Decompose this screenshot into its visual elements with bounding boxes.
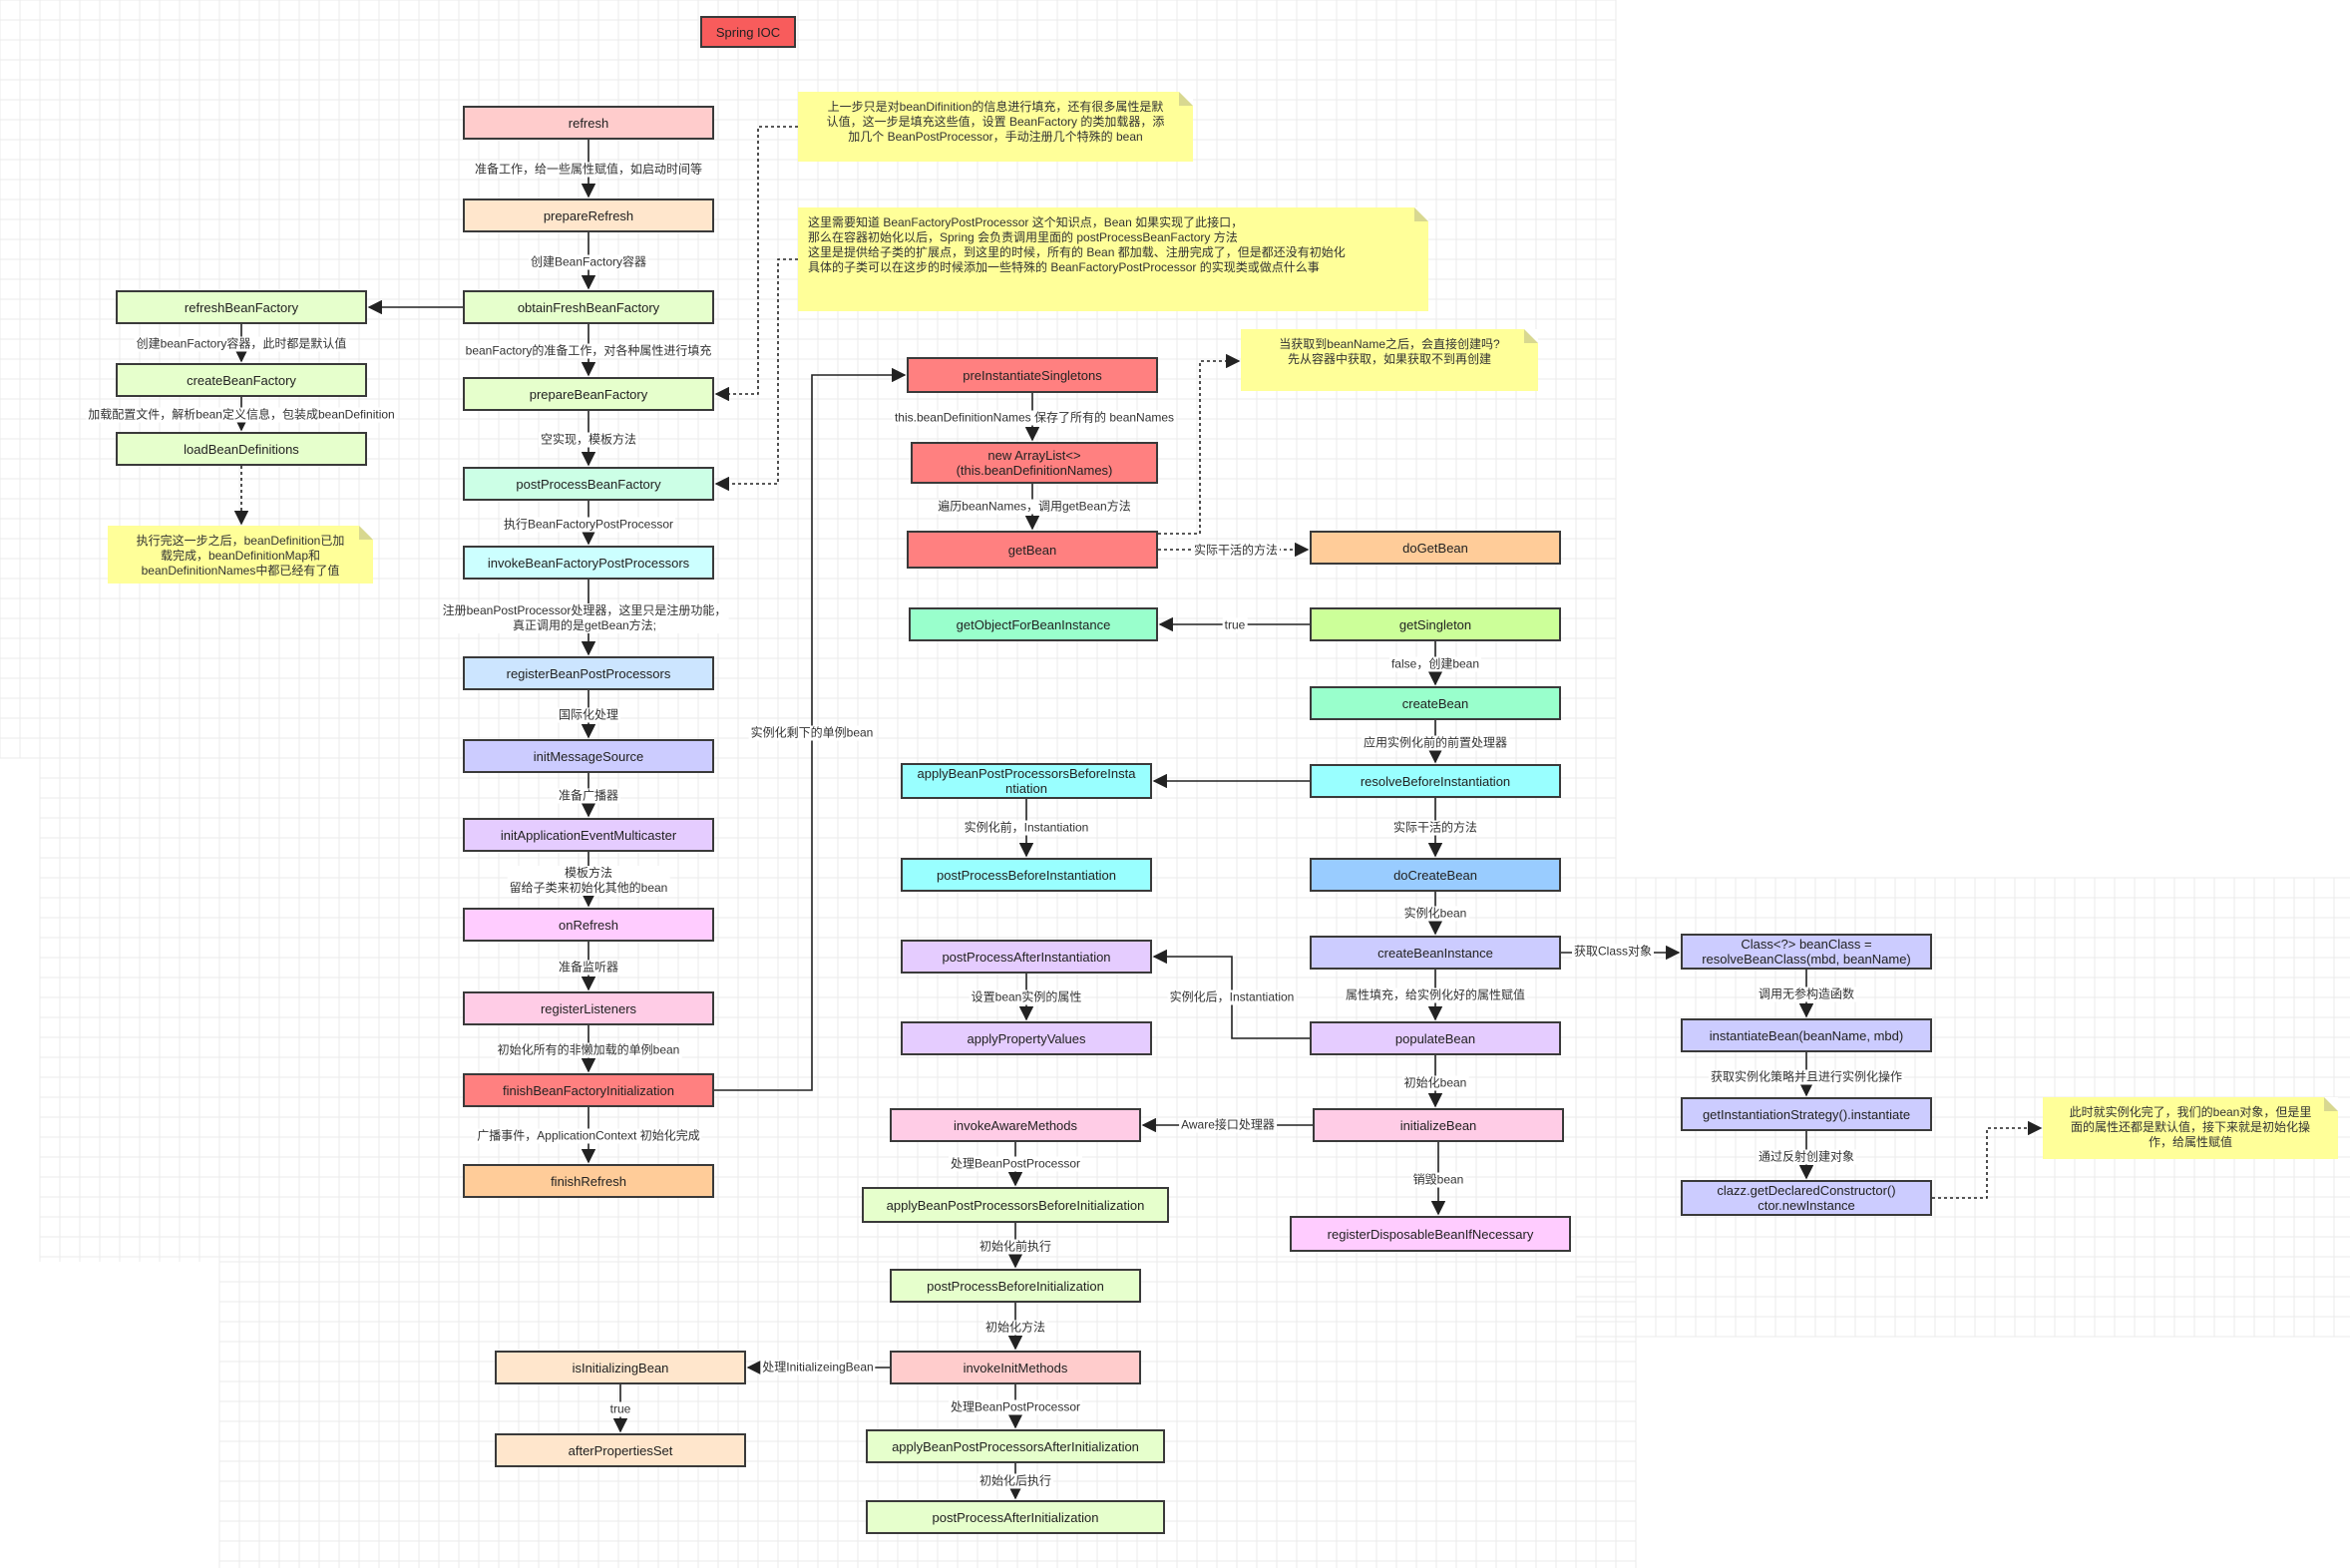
label-instantiate-bean: 实例化bean — [1401, 906, 1469, 922]
label-execute-bfpp: 执行BeanFactoryPostProcessor — [501, 517, 676, 533]
label-before-init: 初始化前执行 — [977, 1239, 1054, 1255]
label-handle-bpp-1: 处理BeanPostProcessor — [948, 1156, 1083, 1172]
label-no-arg-constructor: 调用无参构造函数 — [1756, 986, 1857, 1002]
node-populate-bean: populateBean — [1310, 1021, 1561, 1055]
label-true-1: true — [1222, 617, 1248, 633]
node-finish-bean-factory-initialization: finishBeanFactoryInitialization — [463, 1073, 714, 1107]
node-resolve-before-instantiation: resolveBeforeInstantiation — [1310, 764, 1561, 798]
label-broadcast-event: 广播事件，ApplicationContext 初始化完成 — [475, 1128, 702, 1144]
node-obtain-fresh-bean-factory: obtainFreshBeanFactory — [463, 290, 714, 324]
connector-arrow-47 — [714, 126, 798, 402]
node-apply-bpp-after-initialization: applyBeanPostProcessorsAfterInitializati… — [866, 1429, 1165, 1463]
label-template-method: 模板方法 留给子类来初始化其他的bean — [507, 866, 670, 896]
node-get-object-for-bean-instance: getObjectForBeanInstance — [909, 607, 1158, 641]
node-invoke-init-methods: invokeInitMethods — [890, 1351, 1141, 1384]
label-register-bpp: 注册beanPostProcessor处理器，这里只是注册功能， 真正调用的是g… — [440, 603, 729, 633]
label-get-class: 获取Class对象 — [1571, 944, 1655, 960]
node-apply-bpp-before-initialization: applyBeanPostProcessorsBeforeInitializat… — [862, 1187, 1169, 1223]
connector-arrow-48 — [714, 258, 798, 492]
node-get-singleton: getSingleton — [1310, 607, 1561, 641]
node-instantiate-bean: instantiateBean(beanName, mbd) — [1681, 1018, 1932, 1052]
node-post-process-bean-factory: postProcessBeanFactory — [463, 467, 714, 501]
node-new-array-list: new ArrayList<> (this.beanDefinitionName… — [911, 442, 1158, 484]
label-empty-template: 空实现，模板方法 — [538, 432, 639, 448]
label-prepare-work: 准备工作，给一些属性赋值，如启动时间等 — [472, 162, 705, 178]
label-bean-definition-names: this.beanDefinitionNames 保存了所有的 beanName… — [892, 410, 1177, 426]
label-after-init: 初始化后执行 — [977, 1473, 1054, 1489]
label-prepare-broadcaster: 准备广播器 — [556, 788, 621, 804]
node-resolve-bean-class: Class<?> beanClass = resolveBeanClass(mb… — [1681, 934, 1932, 970]
label-populate: 属性填充，给实例化好的属性赋值 — [1343, 987, 1528, 1003]
node-do-create-bean: doCreateBean — [1310, 858, 1561, 892]
label-init-non-lazy: 初始化所有的非懒加载的单例bean — [495, 1042, 682, 1058]
label-set-properties: 设置bean实例的属性 — [969, 989, 1084, 1005]
node-post-process-before-initialization: postProcessBeforeInitialization — [890, 1269, 1141, 1303]
label-instantiate-remaining: 实例化剩下的单例bean — [748, 725, 876, 741]
label-create-bf-default: 创建beanFactory容器，此时都是默认值 — [134, 336, 349, 352]
connector-arrow-33 — [1932, 1120, 2043, 1199]
label-after-instantiation: 实例化后，Instantiation — [1167, 989, 1297, 1005]
label-false-create: false，创建bean — [1388, 656, 1482, 672]
label-actual-work-1: 实际干活的方法 — [1191, 543, 1281, 559]
node-initialize-bean: initializeBean — [1313, 1108, 1564, 1142]
label-aware-processor: Aware接口处理器 — [1179, 1117, 1277, 1133]
node-register-disposable-bean: registerDisposableBeanIfNecessary — [1290, 1216, 1571, 1252]
label-destroy-bean: 销毁bean — [1410, 1172, 1466, 1188]
node-invoke-aware-methods: invokeAwareMethods — [890, 1108, 1141, 1142]
node-after-properties-set: afterPropertiesSet — [495, 1433, 746, 1467]
node-post-process-before-instantiation: postProcessBeforeInstantiation — [901, 858, 1152, 892]
label-init-bean: 初始化bean — [1401, 1075, 1469, 1091]
node-do-get-bean: doGetBean — [1310, 531, 1561, 565]
label-handle-bpp-2: 处理BeanPostProcessor — [948, 1399, 1083, 1415]
node-prepare-refresh: prepareRefresh — [463, 198, 714, 232]
node-on-refresh: onRefresh — [463, 908, 714, 942]
label-before-instantiation: 实例化前，Instantiation — [962, 820, 1091, 836]
node-create-bean-factory: createBeanFactory — [116, 363, 367, 397]
label-bean-factory-prepare: beanFactory的准备工作，对各种属性进行填充 — [463, 343, 714, 359]
node-is-initializing-bean: isInitializingBean — [495, 1351, 746, 1384]
label-true-2: true — [607, 1401, 633, 1417]
node-get-instantiation-strategy: getInstantiationStrategy().instantiate — [1681, 1097, 1932, 1131]
node-create-bean-instance: createBeanInstance — [1310, 936, 1561, 970]
node-get-bean: getBean — [907, 531, 1158, 569]
label-reflection: 通过反射创建对象 — [1756, 1149, 1857, 1165]
node-refresh: refresh — [463, 106, 714, 140]
node-finish-refresh: finishRefresh — [463, 1164, 714, 1198]
node-register-bean-post-processors: registerBeanPostProcessors — [463, 656, 714, 690]
label-handle-initializing-bean: 处理InitializeingBean — [760, 1360, 876, 1375]
node-refresh-bean-factory: refreshBeanFactory — [116, 290, 367, 324]
label-pre-processor: 应用实例化前的前置处理器 — [1361, 735, 1510, 751]
node-init-application-event-multicaster: initApplicationEventMulticaster — [463, 818, 714, 852]
label-iterate-bean-names: 遍历beanNames，调用getBean方法 — [936, 499, 1133, 515]
node-init-message-source: initMessageSource — [463, 739, 714, 773]
diagram-title: Spring IOC — [700, 16, 796, 48]
label-prepare-listener: 准备监听器 — [556, 960, 621, 976]
node-register-listeners: registerListeners — [463, 991, 714, 1025]
node-invoke-bean-factory-post-processors: invokeBeanFactoryPostProcessors — [463, 546, 714, 580]
node-prepare-bean-factory: prepareBeanFactory — [463, 377, 714, 411]
note-load-bean-definitions: 执行完这一步之后，beanDefinition已加 载完成，beanDefini… — [108, 526, 373, 584]
label-i18n: 国际化处理 — [556, 707, 621, 723]
label-instantiation-strategy: 获取实例化策略并且进行实例化操作 — [1708, 1069, 1905, 1085]
note-clazz-new-instance: 此时就实例化完了，我们的bean对象，但是里 面的属性还都是默认值，接下来就是初… — [2043, 1097, 2338, 1159]
node-post-process-after-instantiation: postProcessAfterInstantiation — [901, 940, 1152, 974]
node-load-bean-definitions: loadBeanDefinitions — [116, 432, 367, 466]
label-create-container: 创建BeanFactory容器 — [528, 254, 649, 270]
note-prepare-bean-factory: 上一步只是对beanDifinition的信息进行填充，还有很多属性是默 认值，… — [798, 92, 1193, 162]
note-post-process-bean-factory: 这里需要知道 BeanFactoryPostProcessor 这个知识点，Be… — [798, 207, 1428, 311]
node-clazz-new-instance: clazz.getDeclaredConstructor() ctor.newI… — [1681, 1180, 1932, 1216]
node-pre-instantiate-singletons: preInstantiateSingletons — [907, 357, 1158, 393]
node-post-process-after-initialization: postProcessAfterInitialization — [866, 1500, 1165, 1534]
node-apply-bpp-before-instantiation: applyBeanPostProcessorsBeforeInsta ntiat… — [901, 763, 1152, 799]
node-apply-property-values: applyPropertyValues — [901, 1021, 1152, 1055]
label-actual-work-2: 实际干活的方法 — [1390, 820, 1480, 836]
note-get-bean: 当获取到beanName之后，会直接创建吗? 先从容器中获取，如果获取不到再创建 — [1241, 329, 1538, 391]
label-init-method: 初始化方法 — [982, 1320, 1048, 1336]
connector-arrow-21 — [1158, 353, 1241, 535]
node-create-bean: createBean — [1310, 686, 1561, 720]
label-load-config: 加载配置文件，解析bean定义信息，包装成beanDefinition — [86, 407, 397, 423]
